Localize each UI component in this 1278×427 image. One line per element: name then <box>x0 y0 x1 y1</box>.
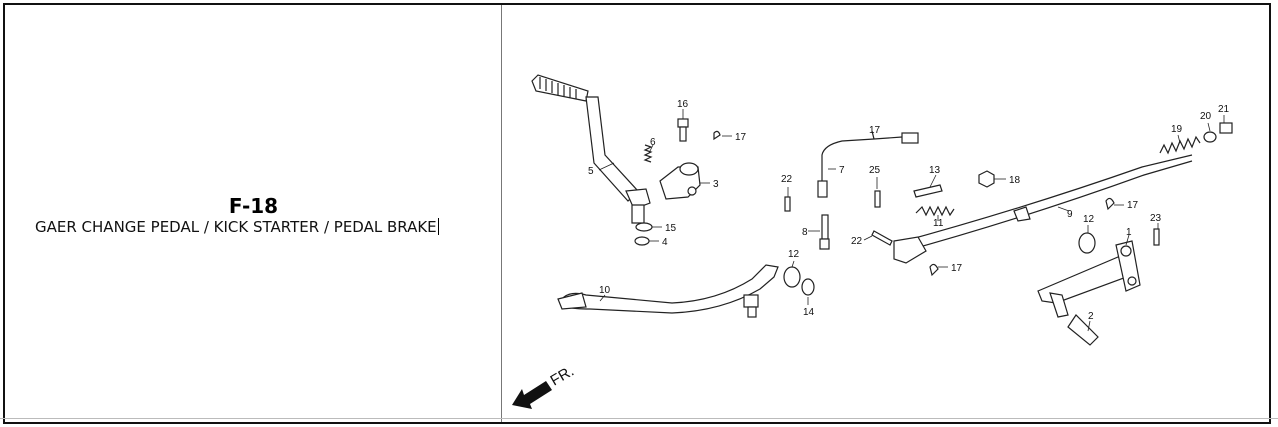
part-clip-lower <box>929 263 939 277</box>
diagram-title-wrapper: GAER CHANGE PEDAL / KICK STARTER / PEDAL… <box>35 218 439 236</box>
callout-9: 9 <box>1067 209 1073 220</box>
part-pin-13 <box>913 184 943 198</box>
page-bottom-rule <box>0 418 1278 419</box>
leader-lines <box>598 109 1225 332</box>
part-nut-21 <box>1219 122 1233 134</box>
callout-16: 16 <box>677 99 689 110</box>
part-washer-14 <box>801 278 815 296</box>
callout-10: 10 <box>599 285 611 296</box>
part-gear-change-pedal <box>557 264 779 318</box>
part-circlip <box>634 236 650 246</box>
part-switch-cable <box>817 130 919 198</box>
callout-3: 3 <box>713 179 719 190</box>
part-pin <box>819 214 830 250</box>
part-nut <box>978 170 995 188</box>
callout-18: 18 <box>1009 175 1021 186</box>
callout-17-d: 17 <box>951 263 963 274</box>
part-bolt-23 <box>1153 228 1160 246</box>
diagram-title: GAER CHANGE PEDAL / KICK STARTER / PEDAL… <box>35 218 437 236</box>
part-bolt-25 <box>874 190 881 208</box>
parts-table: F-18 GAER CHANGE PEDAL / KICK STARTER / … <box>3 3 1271 424</box>
direction-label: FR. <box>548 363 577 390</box>
text-cursor <box>437 218 439 235</box>
part-bolt-22b <box>871 230 893 246</box>
callout-12-b: 12 <box>1083 214 1095 225</box>
callout-22-a: 22 <box>781 174 793 185</box>
title-cell: F-18 GAER CHANGE PEDAL / KICK STARTER / … <box>5 5 502 422</box>
part-bolt-22a <box>784 196 791 212</box>
callout-21: 21 <box>1218 104 1230 115</box>
part-joint-20 <box>1203 131 1217 143</box>
callout-7: 7 <box>839 165 845 176</box>
callout-25: 25 <box>869 165 881 176</box>
part-kick-starter-arm <box>531 74 651 224</box>
callout-8: 8 <box>802 227 808 238</box>
callout-22-b: 22 <box>851 236 863 247</box>
callout-17-a: 17 <box>735 132 747 143</box>
callout-5: 5 <box>588 166 594 177</box>
callout-4: 4 <box>662 237 668 248</box>
callout-19: 19 <box>1171 124 1183 135</box>
front-direction-indicator: FR. <box>512 363 577 409</box>
callout-13: 13 <box>929 165 941 176</box>
callout-11: 11 <box>933 218 944 229</box>
part-bolt <box>677 118 689 142</box>
callout-15: 15 <box>665 223 677 234</box>
part-clamp <box>659 162 701 200</box>
part-spring-19 <box>1159 135 1201 155</box>
part-clip-right <box>1105 197 1115 211</box>
part-brake-pedal <box>1037 240 1141 318</box>
part-pedal-rubber <box>1067 314 1099 346</box>
part-washer <box>635 222 653 232</box>
callout-2: 2 <box>1088 311 1094 322</box>
callout-23: 23 <box>1150 213 1162 224</box>
callout-12-a: 12 <box>788 249 800 260</box>
diagram-code: F-18 <box>228 194 279 218</box>
part-spring-small <box>643 144 653 163</box>
part-collar-right <box>1078 232 1096 254</box>
exploded-parts-diagram: 5 6 16 17 3 15 4 17 7 22 25 13 11 18 8 2… <box>502 5 1269 422</box>
arrow-down-left-icon <box>512 381 552 409</box>
callout-1: 1 <box>1126 227 1132 238</box>
part-brake-rod <box>893 154 1193 264</box>
callout-6: 6 <box>650 137 656 148</box>
callout-20: 20 <box>1200 111 1212 122</box>
callout-17-c: 17 <box>1127 200 1139 211</box>
part-collar-left <box>783 266 801 288</box>
part-clip <box>713 130 721 141</box>
callout-17-b: 17 <box>869 125 881 136</box>
callout-14: 14 <box>803 307 815 318</box>
part-spring-11 <box>915 205 955 217</box>
